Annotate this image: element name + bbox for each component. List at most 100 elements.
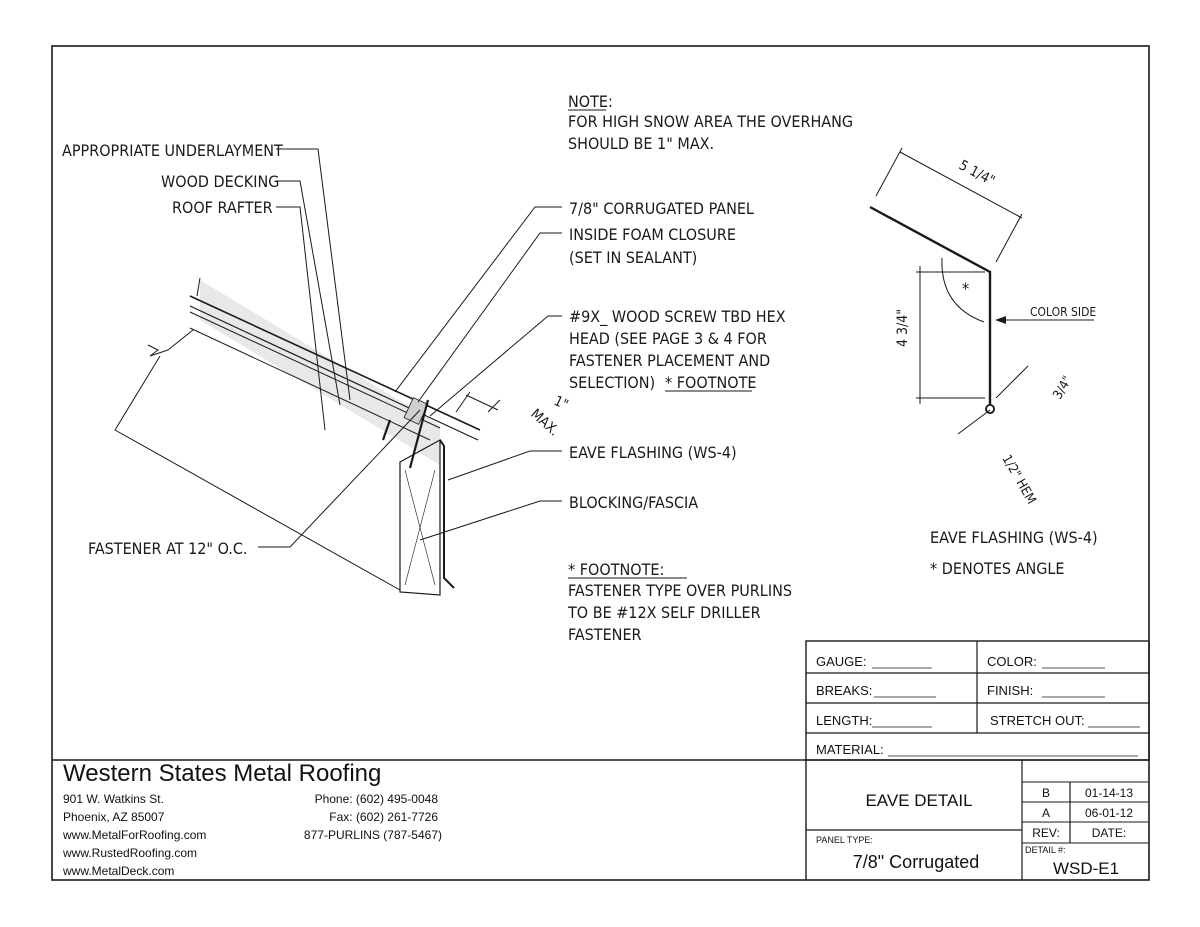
leader-fastener xyxy=(258,409,421,548)
leader-rafter xyxy=(276,206,326,431)
label-blocking: BLOCKING/FASCIA xyxy=(569,493,698,512)
label-screw-3: FASTENER PLACEMENT AND xyxy=(569,351,770,370)
dim-lip-label: 3/4" xyxy=(1050,374,1075,402)
phone: Phone: (602) 495-0048 xyxy=(315,792,439,806)
dim-ext-1 xyxy=(455,391,471,413)
rafter-end-line xyxy=(167,329,194,351)
color-side-arrowhead xyxy=(995,316,1006,324)
label-rafter: ROOF RAFTER xyxy=(172,198,273,217)
footnote-line-1: FASTENER TYPE OVER PURLINS xyxy=(568,581,792,600)
leader-eave-flashing xyxy=(447,450,562,481)
rev-b-date: 01-14-13 xyxy=(1085,786,1133,800)
date-label: DATE: xyxy=(1092,826,1126,840)
footnote-line-3: FASTENER xyxy=(568,625,642,644)
fascia-board xyxy=(399,438,441,596)
leader-decking xyxy=(276,180,341,406)
profile-hem xyxy=(985,404,995,414)
length-label: LENGTH: xyxy=(816,713,872,728)
angle-mark: * xyxy=(962,279,969,298)
website-2[interactable]: www.RustedRoofing.com xyxy=(62,846,197,860)
color-label: COLOR: xyxy=(987,654,1037,669)
footnote-title: * FOOTNOTE: xyxy=(568,560,664,579)
dim-lip-line xyxy=(995,365,1029,399)
fascia-grain-2 xyxy=(404,469,436,586)
note-title: NOTE: xyxy=(568,92,613,111)
leader-underlayment xyxy=(276,148,351,401)
dim-1-inch: 1" xyxy=(551,393,570,413)
label-closure-2: (SET IN SEALANT) xyxy=(569,248,697,267)
label-screw-4: SELECTION) xyxy=(569,373,655,392)
leader-blocking xyxy=(419,500,562,541)
label-screw-footnote: * FOOTNOTE xyxy=(665,373,756,392)
profile-line xyxy=(869,205,992,405)
panel-type-label: PANEL TYPE: xyxy=(816,835,873,845)
material-label: MATERIAL: xyxy=(816,742,884,757)
rafter-bottom-line xyxy=(114,429,401,591)
dim-top-line xyxy=(899,151,1023,219)
footnote-block: * FOOTNOTE: FASTENER TYPE OVER PURLINS T… xyxy=(567,560,792,644)
dim-hem-label: 1/2" HEM xyxy=(999,453,1039,507)
footnote-line-2: TO BE #12X SELF DRILLER xyxy=(567,603,761,622)
note-line-1: FOR HIGH SNOW AREA THE OVERHANG xyxy=(568,112,853,131)
decking-line xyxy=(189,327,431,441)
dim-top-ext-1 xyxy=(875,147,903,197)
address-1: 901 W. Watkins St. xyxy=(63,792,164,806)
flashing-profile: 5 1/4" 4 3/4" * COLOR SIDE 3/4" 1/2" HEM… xyxy=(869,147,1098,578)
angle-note: * DENOTES ANGLE xyxy=(930,559,1065,578)
leader-screw xyxy=(429,315,562,417)
rafter-left-line xyxy=(114,355,161,431)
label-eave-flashing: EAVE FLASHING (WS-4) xyxy=(569,443,737,462)
dim-top-ext-2 xyxy=(995,213,1023,263)
detail-number: WSD-E1 xyxy=(1053,859,1119,878)
gauge-label: GAUGE: xyxy=(816,654,867,669)
website-3[interactable]: www.MetalDeck.com xyxy=(62,864,174,878)
break-line-top xyxy=(196,277,201,297)
rev-a-date: 06-01-12 xyxy=(1085,806,1133,820)
dim-top-label: 5 1/4" xyxy=(956,157,997,189)
panel-type-value: 7/8" Corrugated xyxy=(853,852,979,872)
label-underlayment: APPROPRIATE UNDERLAYMENT xyxy=(62,141,283,160)
sheet-border xyxy=(51,45,1150,881)
left-callouts: APPROPRIATE UNDERLAYMENT WOOD DECKING RO… xyxy=(62,141,421,558)
breaks-label: BREAKS: xyxy=(816,683,872,698)
rev-b: B xyxy=(1042,786,1050,800)
finish-label: FINISH: xyxy=(987,683,1033,698)
note-block: NOTE: FOR HIGH SNOW AREA THE OVERHANG SH… xyxy=(568,92,853,153)
label-fastener: FASTENER AT 12" O.C. xyxy=(88,539,247,558)
right-callouts: 7/8" CORRUGATED PANEL INSIDE FOAM CLOSUR… xyxy=(394,199,786,541)
rev-label: REV: xyxy=(1032,826,1060,840)
toll-free: 877-PURLINS (787-5467) xyxy=(304,828,442,842)
label-closure-1: INSIDE FOAM CLOSURE xyxy=(569,225,736,244)
rev-a: A xyxy=(1042,806,1050,820)
company-name: Western States Metal Roofing xyxy=(63,760,381,787)
fax: Fax: (602) 261-7726 xyxy=(329,810,438,824)
detail-number-label: DETAIL #: xyxy=(1025,845,1066,855)
dim-max: MAX. xyxy=(527,406,562,439)
website-1[interactable]: www.MetalForRoofing.com xyxy=(62,828,206,842)
stretch-out-label: STRETCH OUT: xyxy=(990,713,1085,728)
address-2: Phoenix, AZ 85007 xyxy=(63,810,165,824)
label-decking: WOOD DECKING xyxy=(161,172,279,191)
angle-arc xyxy=(941,257,985,323)
dim-line-max xyxy=(465,394,499,411)
leader-closure xyxy=(417,232,562,403)
underlayment-line xyxy=(189,311,441,429)
note-line-2: SHOULD BE 1" MAX. xyxy=(568,134,714,153)
wood-screw xyxy=(408,399,430,469)
leader-panel xyxy=(394,206,562,393)
profile-caption: EAVE FLASHING (WS-4) xyxy=(930,528,1098,547)
dim-ext-2 xyxy=(487,399,501,413)
dim-left-label: 4 3/4" xyxy=(895,309,911,347)
break-symbol xyxy=(147,344,169,357)
fastener-screw xyxy=(381,419,392,441)
color-side-label: COLOR SIDE xyxy=(1030,305,1096,319)
label-panel: 7/8" CORRUGATED PANEL xyxy=(569,199,754,218)
label-screw-2: HEAD (SEE PAGE 3 & 4 FOR xyxy=(569,329,767,348)
label-screw-1: #9X_ WOOD SCREW TBD HEX xyxy=(569,307,786,327)
eave-flashing xyxy=(439,439,455,589)
dim-hem-line xyxy=(957,409,991,435)
detail-title: EAVE DETAIL xyxy=(865,791,972,810)
title-block: GAUGE: COLOR: BREAKS: FINISH: LENGTH: ST… xyxy=(52,640,1150,880)
panel-top-line xyxy=(189,295,481,431)
